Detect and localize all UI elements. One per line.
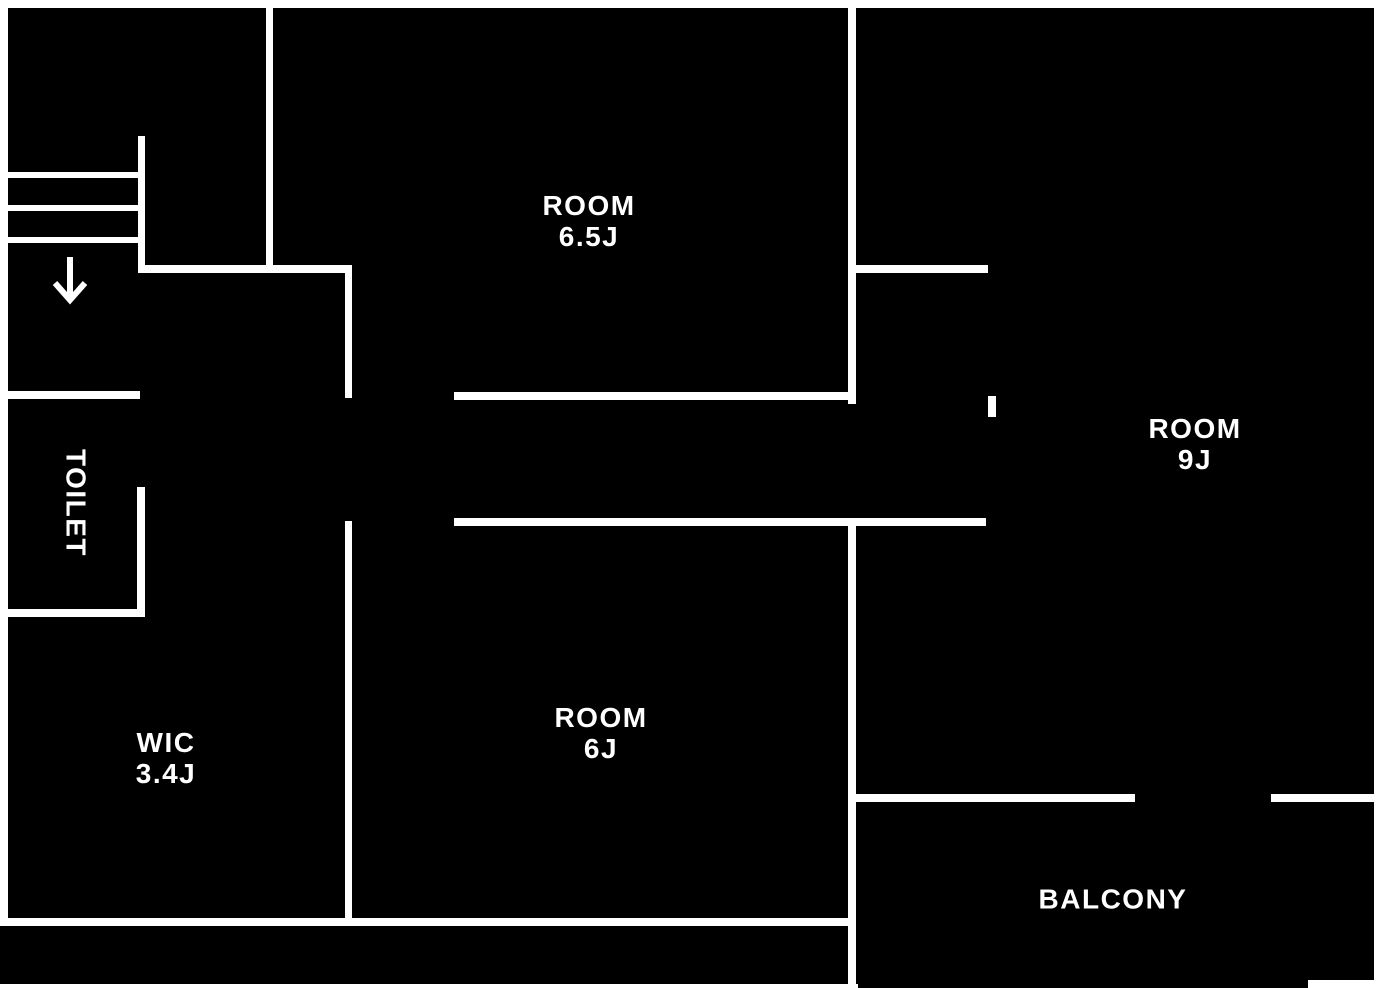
room-9j-name: ROOM bbox=[1148, 413, 1242, 444]
stair-tread-2 bbox=[6, 205, 139, 211]
toilet-name: TOILET bbox=[60, 448, 92, 558]
stair-landing-wall bbox=[138, 265, 352, 273]
room9-left-wall-lower bbox=[848, 521, 856, 988]
wic-name: WIC bbox=[136, 727, 196, 758]
room9-closet-wall bbox=[848, 265, 988, 273]
toilet-top-wall bbox=[0, 391, 140, 399]
wic-size: 3.4J bbox=[135, 758, 197, 789]
left-border bbox=[0, 0, 8, 926]
room-9j-size: 9J bbox=[1177, 444, 1213, 475]
balcony-top-wall-left bbox=[848, 794, 1135, 802]
toilet-right-wall bbox=[137, 487, 145, 615]
balcony-bottom-corner bbox=[1308, 980, 1382, 988]
room9-left-wall-upper bbox=[848, 4, 856, 404]
balcony-name: BALCONY bbox=[1038, 883, 1188, 915]
toilet-label: TOILET bbox=[61, 449, 92, 557]
stair-tread-3 bbox=[6, 237, 139, 243]
hall-wall-lower bbox=[345, 521, 352, 926]
stair-tread-1 bbox=[6, 172, 139, 178]
right-border bbox=[1374, 0, 1382, 988]
corridor-top-wall bbox=[454, 392, 854, 400]
room-6j-size: 6J bbox=[583, 733, 619, 764]
stair-side-wall bbox=[138, 136, 145, 273]
room9-door-jamb bbox=[988, 396, 996, 417]
bottom-wall bbox=[0, 918, 850, 926]
room-6j-name: ROOM bbox=[554, 702, 648, 733]
outer-bottom-edge-left bbox=[0, 984, 858, 988]
top-border bbox=[0, 0, 1382, 8]
stairs-down-arrow-icon bbox=[50, 254, 90, 306]
entry-left-wall bbox=[266, 0, 273, 273]
wic-label: WIC 3.4J bbox=[136, 727, 197, 789]
corridor-bottom-wall bbox=[454, 518, 986, 526]
balcony-label: BALCONY bbox=[1039, 884, 1188, 915]
room-6.5j-size: 6.5J bbox=[558, 221, 620, 252]
room-9j-label: ROOM 9J bbox=[1148, 413, 1241, 475]
toilet-bottom-wall bbox=[0, 609, 145, 617]
hall-wall-upper bbox=[345, 265, 352, 398]
room-6.5j-label: ROOM 6.5J bbox=[542, 190, 635, 252]
room-6j-label: ROOM 6J bbox=[554, 702, 647, 764]
balcony-top-wall-right bbox=[1271, 794, 1382, 802]
room-6.5j-name: ROOM bbox=[542, 190, 636, 221]
